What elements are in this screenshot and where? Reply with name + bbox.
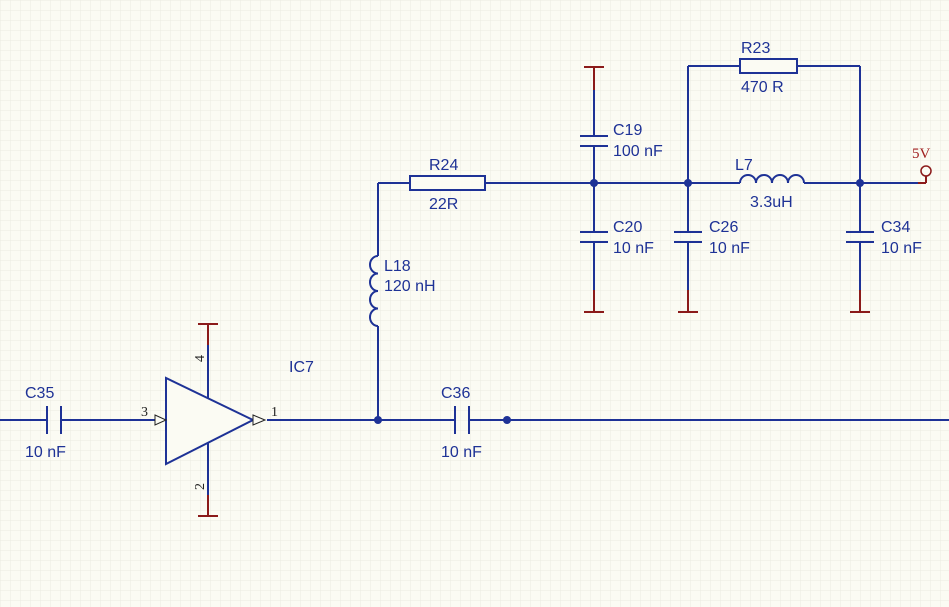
- capacitor-c36[interactable]: [454, 406, 470, 434]
- c34-ref: C34: [881, 219, 910, 236]
- capacitor-c19[interactable]: [580, 135, 608, 147]
- r23-ref: R23: [741, 40, 770, 57]
- c35-ref: C35: [25, 385, 54, 402]
- capacitor-c20[interactable]: [580, 231, 608, 243]
- ic7-ref: IC7: [289, 359, 314, 376]
- c36-ref: C36: [441, 385, 470, 402]
- l18-ref: L18: [384, 258, 411, 275]
- c34-value: 10 nF: [881, 240, 922, 257]
- c36-value: 10 nF: [441, 444, 482, 461]
- l18-value: 120 nH: [384, 278, 436, 295]
- inductor-l18[interactable]: [369, 255, 379, 327]
- ic7-pin-out: 1: [271, 405, 278, 420]
- capacitor-c26[interactable]: [674, 231, 702, 243]
- c26-ref: C26: [709, 219, 738, 236]
- inductor-l7[interactable]: [730, 174, 810, 184]
- junctions: [374, 179, 864, 424]
- l7-value: 3.3uH: [750, 194, 793, 211]
- c19-ref: C19: [613, 122, 642, 139]
- r24-ref: R24: [429, 157, 458, 174]
- power-label-5v: 5V: [912, 146, 931, 162]
- capacitor-c35[interactable]: [46, 406, 62, 434]
- c19-value: 100 nF: [613, 143, 663, 160]
- resistor-r24[interactable]: [409, 175, 486, 191]
- ic7-pin-top: 4: [193, 355, 208, 362]
- c26-value: 10 nF: [709, 240, 750, 257]
- c20-ref: C20: [613, 219, 642, 236]
- wires: [0, 65, 949, 495]
- capacitor-c34[interactable]: [846, 231, 874, 243]
- r23-value: 470 R: [741, 79, 784, 96]
- c20-value: 10 nF: [613, 240, 654, 257]
- rail-stubs: [198, 66, 927, 517]
- power-port-5v[interactable]: [920, 165, 932, 177]
- l7-ref: L7: [735, 157, 753, 174]
- ic7-pin-in: 3: [141, 405, 148, 420]
- resistor-r23[interactable]: [739, 58, 798, 74]
- r24-value: 22R: [429, 196, 458, 213]
- ic7-pin-bot: 2: [193, 483, 208, 490]
- c35-value: 10 nF: [25, 444, 66, 461]
- buffer-ic7[interactable]: [154, 376, 267, 466]
